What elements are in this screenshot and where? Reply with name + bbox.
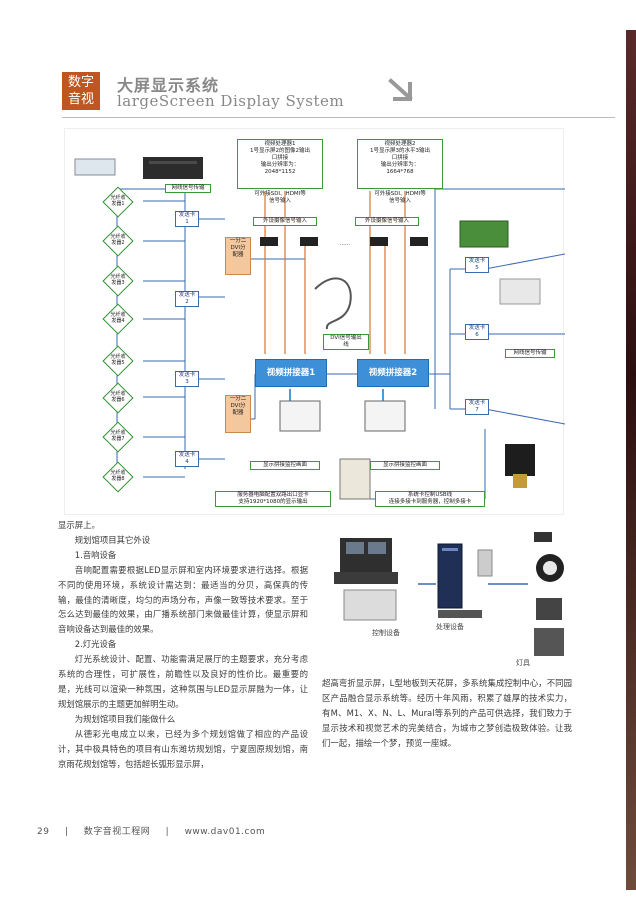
send-card-6: 发送卡 6: [465, 324, 489, 340]
paragraph: 显示屏上。: [58, 520, 100, 530]
video-switcher-1: 视频拼接器1: [255, 359, 327, 387]
usb-control-label: 系统卡控制USB线 连接多接卡到服务器，控制多接卡: [375, 491, 485, 507]
send-card-4: 发送卡 4: [175, 451, 199, 467]
paragraph: 音响配置需要根据LED显示屏和室内环境要求进行选择。根据不同的使用环境，系统设计…: [58, 564, 308, 635]
processor1-inputs-label: 可外接SDI、HDMI等 信号输入: [254, 191, 306, 204]
camera-ellipsis: ……: [339, 241, 351, 247]
ext-camera-left-label: 外设摄像信号输入: [253, 217, 317, 226]
page-edge-strip: [626, 30, 636, 890]
website-url: www.dav01.com: [184, 827, 266, 837]
header-divider: [62, 117, 615, 118]
fiber-transceiver-5: 光纤收 发器5: [110, 354, 126, 366]
page-footer: 29 | 数字音视工程网 | www.dav01.com: [37, 824, 277, 837]
badge-line1: 数字: [67, 75, 94, 90]
dvi-output-label: DVI信号输出 线: [323, 334, 369, 350]
send-card-1: 发送卡 1: [175, 211, 199, 227]
lighting-equipment-label: 灯具: [516, 659, 530, 667]
page-number: 29: [37, 827, 50, 837]
fiber-transceiver-6: 光纤收 发器6: [110, 391, 126, 403]
fiber-transceiver-4: 光纤收 发器4: [110, 312, 126, 324]
equipment-drawing: [334, 532, 564, 656]
processing-equipment-label: 处理设备: [436, 623, 464, 631]
send-card-7: 发送卡 7: [465, 399, 489, 415]
monitor-1-label: 显示拼接监控画面: [250, 461, 320, 470]
processor2-inputs-label: 可外接SDI、HDMI等 信号输入: [374, 191, 426, 204]
equipment-illustration: 控制设备 处理设备 灯具: [328, 524, 572, 668]
paragraph: 从德彩光电成立以来，已经为多个规划馆做了相应的产品设计，其中极具特色的项目有山东…: [58, 728, 308, 769]
dvi-splitter-1: 一分二 DVI分 配器: [225, 237, 251, 275]
paragraph: 超高弯折显示屏，L型地板到天花屏，多系统集成控制中心，不同园区产品融合显示系统等…: [322, 678, 572, 748]
heading-peripherals: 规划馆项目其它外设: [74, 534, 151, 545]
badge-line2: 音视: [67, 92, 94, 107]
monitor-2-label: 显示拼接监控画面: [370, 461, 440, 470]
section-title-cn: 大屏显示系统: [117, 76, 220, 95]
video-switcher-2: 视频拼接器2: [357, 359, 429, 387]
footer-separator: |: [165, 827, 170, 837]
right-text-column: 超高弯折显示屏，L型地板到天花屏，多系统集成控制中心，不同园区产品融合显示系统等…: [322, 676, 572, 751]
send-card-5: 发送卡 5: [465, 257, 489, 273]
fiber-transceiver-8: 光纤收 发器8: [110, 470, 126, 482]
dvi-splitter-2: 一分二 DVI分 配器: [225, 395, 251, 433]
fiber-transceiver-1: 光纤收 发器1: [110, 195, 126, 207]
server-pc-label: 服务器电脑配置双路出口显卡 支持1920*1080的显示输出: [215, 491, 331, 507]
network-transfer-right-label: 网线信号传输: [505, 349, 555, 358]
arrow-down-right-icon: [388, 78, 413, 101]
section-title-en: largeScreen Display System: [117, 92, 345, 110]
heading-lighting: 2.灯光设备: [74, 639, 117, 650]
fiber-transceiver-7: 光纤收 发器7: [110, 430, 126, 442]
footer-separator: |: [64, 827, 69, 837]
fiber-transceiver-2: 光纤收 发器2: [110, 234, 126, 246]
processor1-box: 视频处理器1 1号显示屏2的图像2输出 口拼接 输出分辨率为： 2048*115…: [237, 139, 323, 189]
left-text-column: 显示屏上。 规划馆项目其它外设 1.音响设备 音响配置需要根据LED显示屏和室内…: [58, 518, 308, 771]
fiber-transceiver-3: 光纤收 发器3: [110, 274, 126, 286]
system-diagram: 视频处理器1 1号显示屏2的图像2输出 口拼接 输出分辨率为： 2048*115…: [64, 128, 565, 515]
network-transfer-left-label: 网线信号传输: [165, 184, 211, 193]
paragraph: 灯光系统设计、配置、功能需满足展厅的主题要求，充分考虑系统的合理性，可扩展性，前…: [58, 654, 308, 709]
control-equipment-label: 控制设备: [372, 629, 400, 637]
heading-audio: 1.音响设备: [74, 549, 117, 560]
magazine-name: 数字音视工程网: [83, 827, 151, 837]
processor2-box: 视频处理器2 1号显示屏3的水平3输出 口拼接 输出分辨率为： 1664*768: [357, 139, 443, 189]
send-card-2: 发送卡 2: [175, 291, 199, 307]
ext-camera-right-label: 外设摄像信号输入: [355, 217, 419, 226]
heading-what-we-do: 为规划馆项目我们能做什么: [74, 713, 176, 724]
section-badge: 数字 音视: [62, 72, 100, 110]
send-card-3: 发送卡 3: [175, 371, 199, 387]
